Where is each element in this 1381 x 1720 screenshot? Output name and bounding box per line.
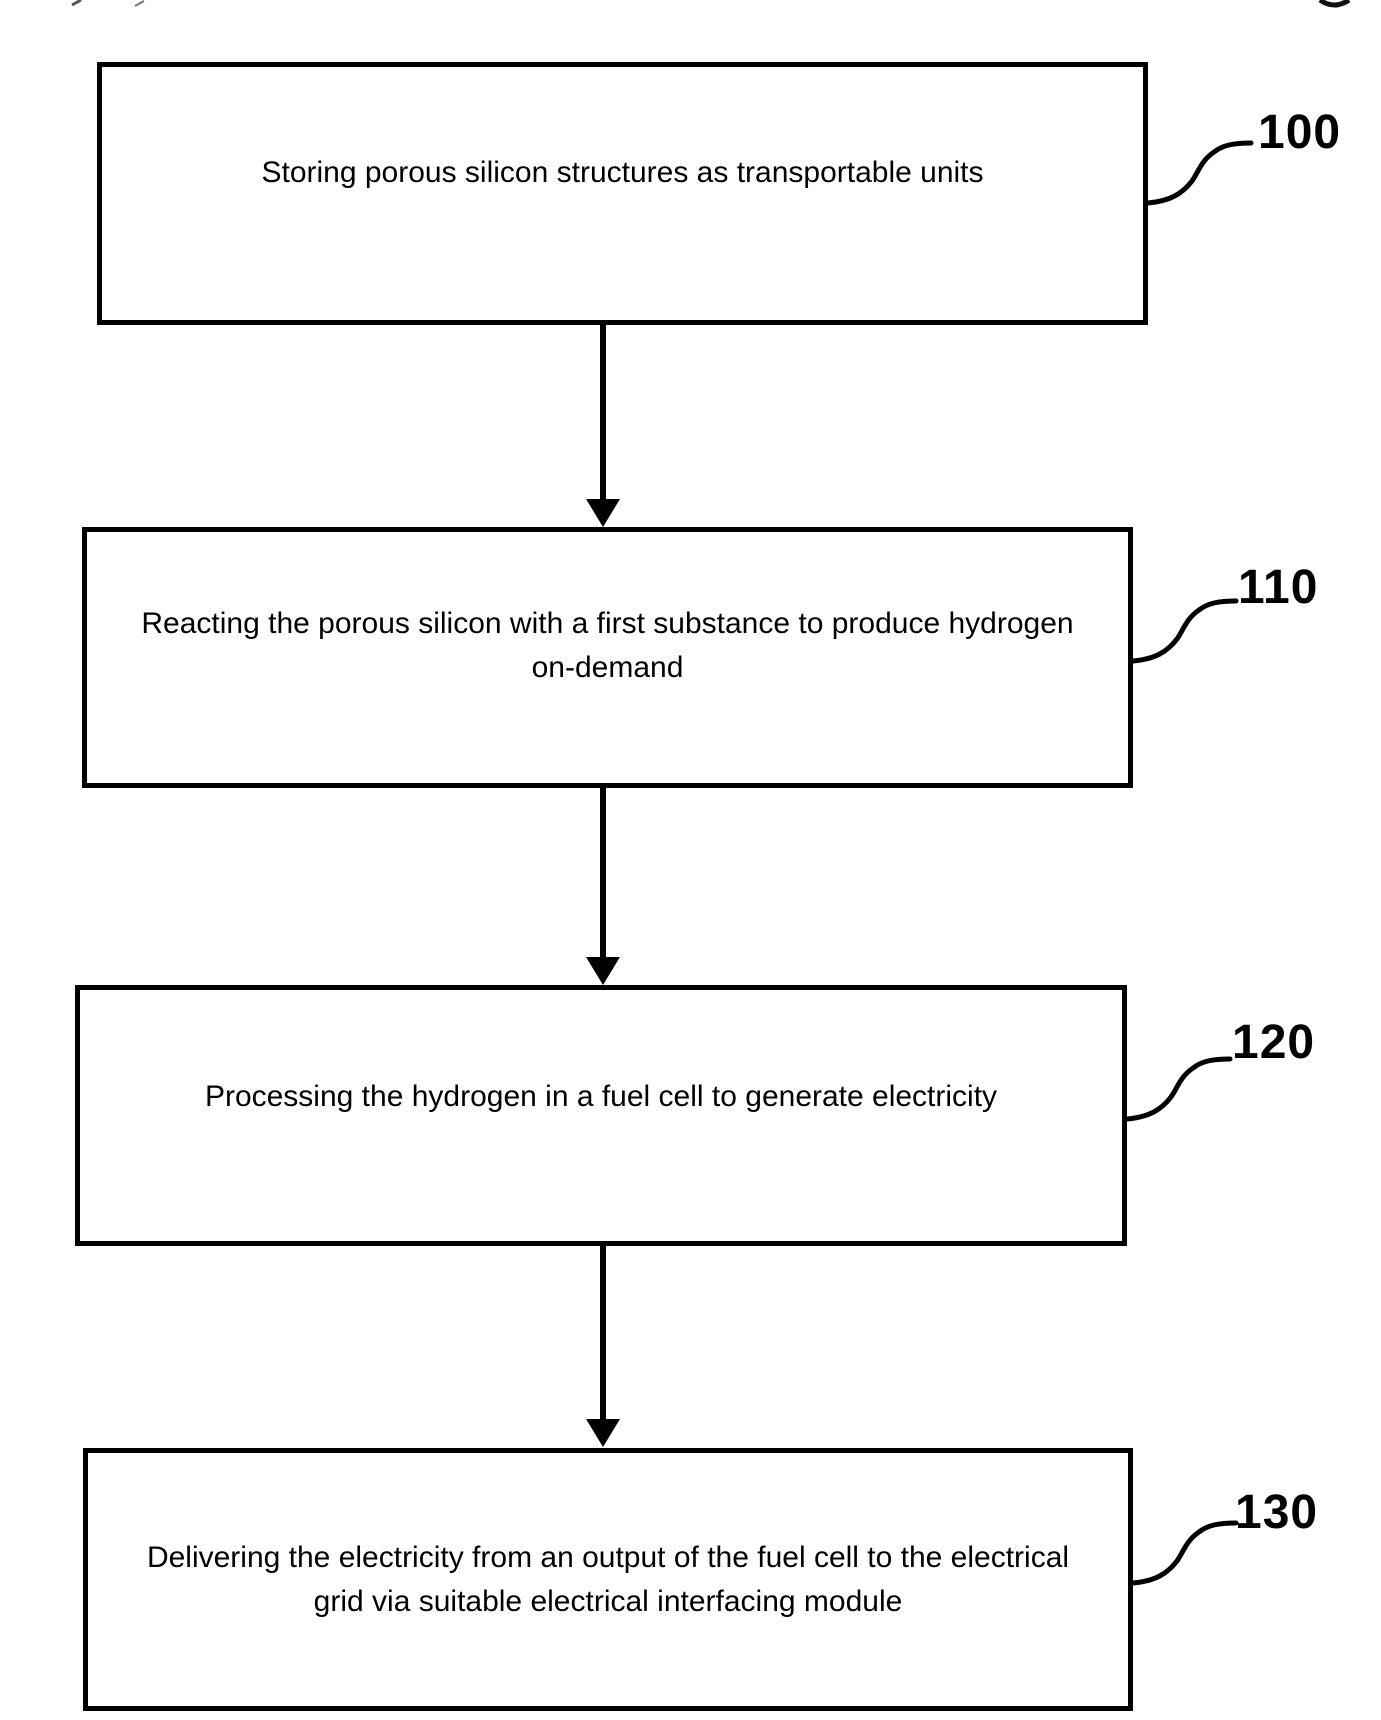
flow-step-text: Reacting the porous silicon with a first… [141, 607, 1074, 685]
leader-line-110 [1130, 598, 1239, 664]
flow-step-box-100: Storing porous silicon structures as tra… [97, 62, 1148, 325]
cropped-glyph-fragments [71, 0, 1351, 8]
reference-numeral-130: 130 [1235, 1486, 1319, 1539]
flow-step-text: Delivering the electricity from an outpu… [146, 1540, 1070, 1618]
leader-line-100 [1145, 140, 1254, 206]
flow-arrow-110-to-120 [586, 788, 620, 985]
leader-line-130 [1130, 1520, 1239, 1586]
flow-step-box-110: Reacting the porous silicon with a first… [82, 527, 1133, 788]
reference-numeral-120: 120 [1232, 1016, 1316, 1069]
flow-step-box-120: Processing the hydrogen in a fuel cell t… [75, 985, 1127, 1246]
leader-line-120 [1124, 1056, 1233, 1122]
reference-numeral-110: 110 [1238, 561, 1319, 614]
flow-step-text: Processing the hydrogen in a fuel cell t… [204, 1079, 998, 1113]
flow-arrow-120-to-130 [586, 1246, 620, 1447]
flow-step-box-130: Delivering the electricity from an outpu… [83, 1448, 1133, 1711]
flow-arrow-100-to-110 [586, 325, 620, 527]
flow-step-text: Storing porous silicon structures as tra… [261, 156, 984, 190]
reference-numeral-100: 100 [1258, 106, 1342, 159]
